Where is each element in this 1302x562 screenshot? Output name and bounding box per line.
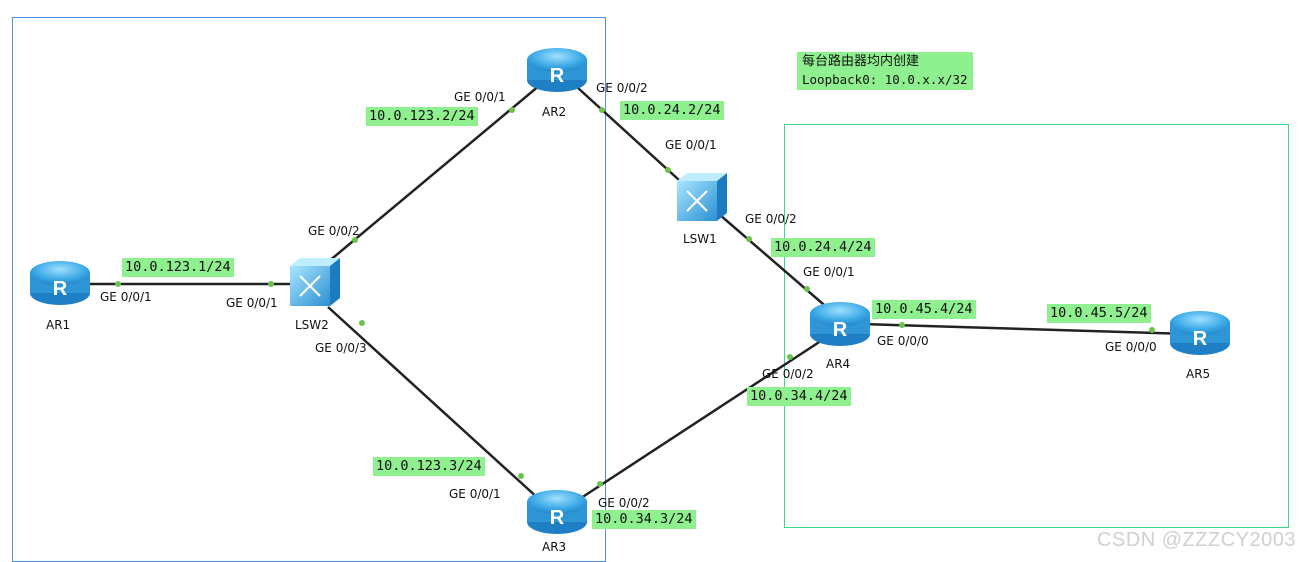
switch-icon-lsw2[interactable] [290, 258, 340, 306]
port-dot [1149, 327, 1155, 333]
port-dot [352, 237, 358, 243]
port-label-ar1-g001: GE 0/0/1 [100, 290, 152, 304]
port-label-ar4-g002: GE 0/0/2 [762, 367, 814, 381]
link-ar4-ar5 [861, 322, 1191, 336]
link-ar2-lsw1 [577, 87, 691, 191]
port-label-lsw2-g001: GE 0/0/1 [226, 296, 278, 310]
port-label-ar3-g001: GE 0/0/1 [449, 487, 501, 501]
svg-text:R: R [1193, 328, 1208, 350]
port-dot [665, 167, 671, 173]
port-label-ar4-g001: GE 0/0/1 [803, 265, 855, 279]
port-dot [787, 354, 793, 360]
note-line1: 每台路由器均内创建 [802, 54, 920, 69]
port-label-ar2-g001: GE 0/0/1 [454, 90, 506, 104]
port-label-ar3-g002: GE 0/0/2 [598, 496, 650, 510]
ip-label-ar4-to-ar3: 10.0.34.4/24 [747, 387, 851, 406]
ip-label-ar1: 10.0.123.1/24 [122, 258, 234, 277]
port-dot [597, 481, 603, 487]
device-name-ar2: AR2 [542, 105, 567, 119]
port-label-lsw1-g002: GE 0/0/2 [745, 212, 797, 226]
svg-text:R: R [53, 278, 68, 300]
svg-text:R: R [550, 507, 565, 529]
port-dots [115, 107, 1155, 487]
port-label-ar4-g000: GE 0/0/0 [877, 334, 929, 348]
port-label-lsw2-g003: GE 0/0/3 [315, 341, 367, 355]
svg-text:R: R [833, 319, 848, 341]
ip-label-ar5: 10.0.45.5/24 [1047, 304, 1151, 323]
port-label-lsw2-g002: GE 0/0/2 [308, 224, 360, 238]
router-icon-ar4[interactable]: R [810, 302, 870, 346]
port-label-ar5-g000: GE 0/0/0 [1105, 340, 1157, 354]
device-name-ar3: AR3 [542, 540, 567, 554]
port-dot [518, 473, 524, 479]
port-dot [268, 281, 274, 287]
ip-label-ar4-to-ar5: 10.0.45.4/24 [872, 300, 976, 319]
link-lsw2-ar3 [327, 306, 541, 501]
port-label-lsw1-g001: GE 0/0/1 [665, 138, 717, 152]
router-icon-ar1[interactable]: R [30, 261, 90, 305]
port-dot [899, 322, 905, 328]
port-dot [115, 281, 121, 287]
ip-label-ar3-wan: 10.0.34.3/24 [592, 510, 696, 529]
port-dot [746, 236, 752, 242]
port-dot [509, 107, 515, 113]
link-ar3-ar4 [577, 333, 831, 502]
note-line2: Loopback0: 10.0.x.x/32 [802, 72, 968, 87]
link-lsw1-ar4 [719, 214, 831, 311]
router-icon-ar3[interactable]: R [527, 490, 587, 534]
ip-label-ar4-to-ar2: 10.0.24.4/24 [771, 238, 875, 257]
ip-label-ar2-wan: 10.0.24.2/24 [620, 101, 724, 120]
device-name-lsw2: LSW2 [295, 318, 329, 332]
port-dot [804, 286, 810, 292]
device-name-lsw1: LSW1 [683, 232, 717, 246]
device-name-ar5: AR5 [1186, 367, 1211, 381]
watermark: CSDN @ZZZCY2003 [1097, 529, 1296, 551]
port-dot [599, 107, 605, 113]
device-name-ar4: AR4 [826, 357, 851, 371]
router-icon-ar5[interactable]: R [1170, 311, 1230, 355]
switch-icon-lsw1[interactable] [677, 173, 727, 221]
link-lsw2-ar2 [327, 84, 541, 263]
device-name-ar1: AR1 [46, 318, 71, 332]
svg-text:R: R [550, 65, 565, 87]
links [80, 84, 1191, 502]
ip-label-ar3-lan: 10.0.123.3/24 [373, 457, 485, 476]
ip-label-ar2-lan: 10.0.123.2/24 [366, 107, 478, 126]
port-dot [359, 320, 365, 326]
green-area-box [784, 124, 1289, 528]
port-label-ar2-g002: GE 0/0/2 [596, 81, 648, 95]
loopback-note: 每台路由器均内创建 Loopback0: 10.0.x.x/32 [797, 52, 973, 90]
router-icon-ar2[interactable]: R [527, 48, 587, 92]
